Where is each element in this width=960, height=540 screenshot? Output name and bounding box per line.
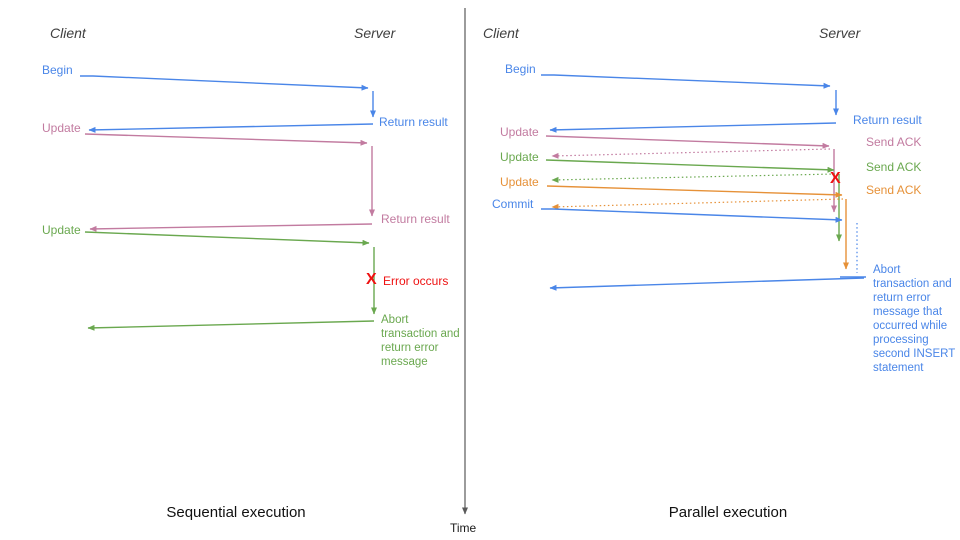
par-send-ack-1-label: Send ACK	[866, 135, 922, 149]
par-update-2-request-arrow	[545, 159, 835, 173]
par-send-ack-3-arrow	[551, 198, 844, 210]
par-begin-request-arrow	[541, 74, 831, 89]
par-server-header: Server	[819, 25, 861, 41]
seq-server-header: Server	[354, 25, 396, 41]
par-commit-request-arrow	[541, 208, 843, 223]
par-update-3-label: Update	[500, 175, 539, 189]
par-send-ack-3-label: Send ACK	[866, 183, 922, 197]
seq-error-x-icon: X	[366, 271, 377, 288]
seq-return-result-1-arrow	[88, 123, 374, 133]
seq-return-result-1-label: Return result	[379, 115, 448, 129]
par-abort-label: Abort transaction and return error messa…	[873, 264, 956, 375]
seq-client-header: Client	[50, 25, 86, 41]
seq-update-2-label: Update	[42, 223, 81, 237]
seq-return-result-2-label: Return result	[381, 212, 450, 226]
seq-begin-request-arrow	[80, 75, 369, 91]
par-update-2-label: Update	[500, 150, 539, 164]
par-send-ack-1-arrow	[551, 148, 831, 159]
par-send-ack-2-label: Send ACK	[866, 160, 922, 174]
par-update-1-label: Update	[500, 125, 539, 139]
par-client-header: Client	[483, 25, 519, 41]
par-update-1-request-arrow	[545, 135, 830, 149]
seq-update-1-request-arrow	[84, 133, 368, 146]
par-caption: Parallel execution	[668, 504, 788, 521]
seq-abort-return-arrow	[87, 320, 375, 331]
par-return-result-label: Return result	[853, 113, 922, 127]
par-return-result-arrow	[549, 122, 837, 133]
seq-abort-label: Abort transaction and return error messa…	[381, 314, 460, 369]
par-update-3-request-arrow	[546, 185, 843, 198]
seq-update-2-request-arrow	[84, 231, 370, 246]
par-begin-label: Begin	[505, 62, 536, 76]
seq-error-occurs-label: Error occurs	[383, 274, 449, 288]
seq-begin-label: Begin	[42, 63, 73, 77]
seq-return-result-2-arrow	[89, 223, 373, 232]
seq-caption: Sequential execution	[166, 504, 306, 521]
par-abort-return-arrow	[549, 277, 865, 291]
par-commit-label: Commit	[492, 197, 534, 211]
par-error-x-icon: X	[830, 170, 841, 187]
par-send-ack-2-arrow	[551, 173, 836, 183]
time-axis-label: Time	[450, 521, 477, 535]
seq-update-1-label: Update	[42, 121, 81, 135]
